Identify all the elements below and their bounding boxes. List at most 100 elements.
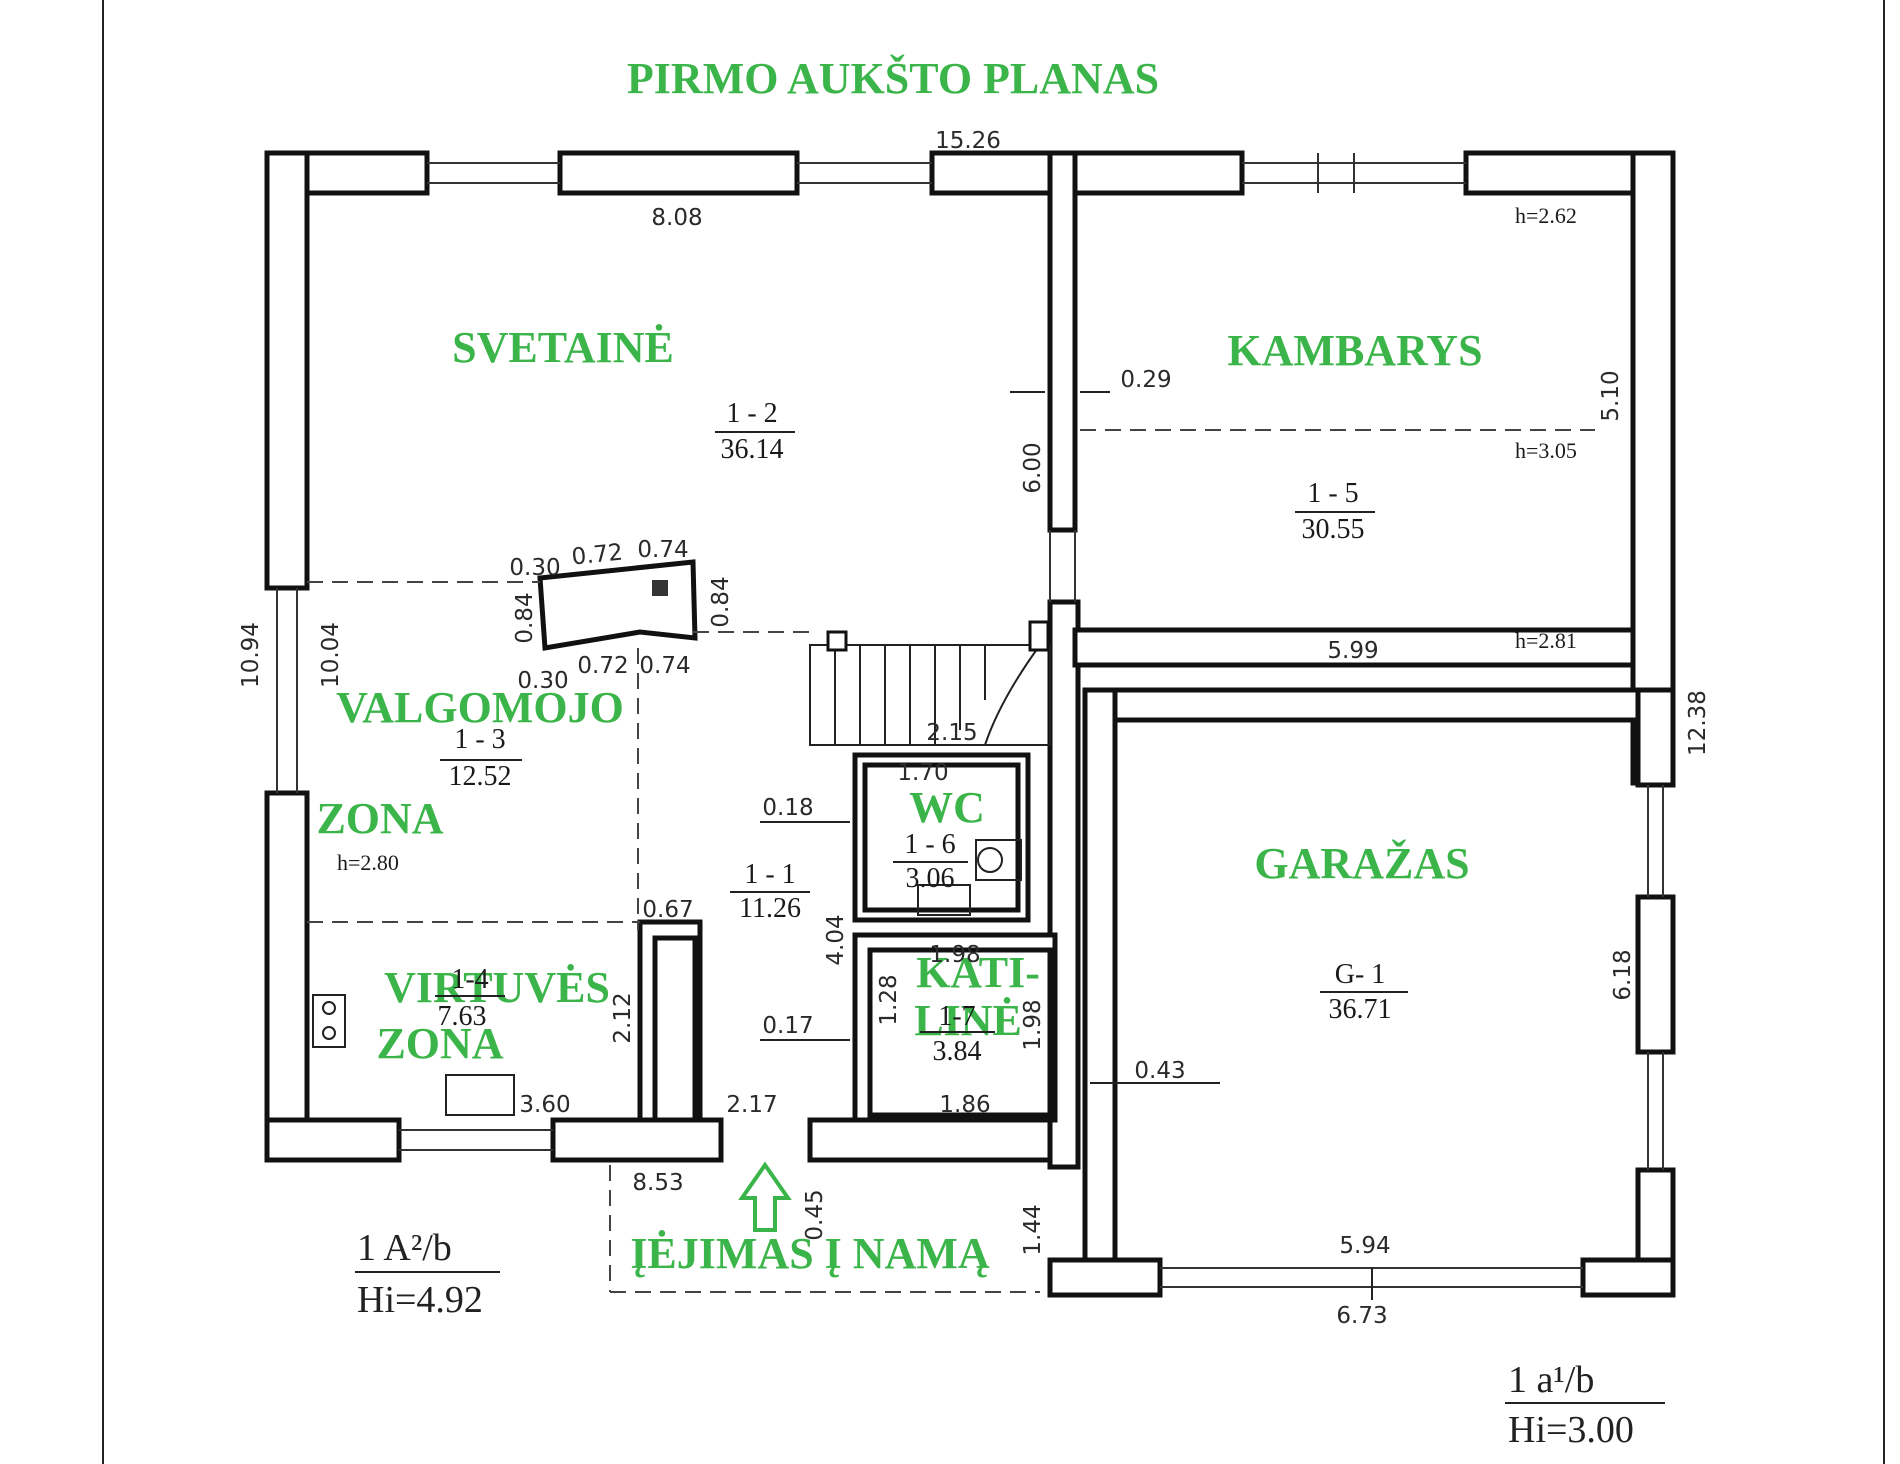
room-name-wc: WC: [909, 783, 985, 832]
wall-segment: [557, 150, 800, 196]
height-label: h=3.05: [1515, 438, 1577, 463]
room-area: 36.71: [1329, 994, 1392, 1025]
dimension-label: 1.28: [876, 974, 902, 1025]
dimension-label: 0.72: [570, 539, 624, 570]
exterior-walls: [264, 150, 1676, 1298]
wall-segment: [1635, 687, 1676, 788]
room-name-svetaine: SVETAINĖ: [452, 323, 674, 372]
room-number: 1 - 2: [726, 398, 777, 429]
dimension-label: 0.45: [802, 1189, 828, 1240]
room-area: 36.14: [721, 434, 784, 465]
dimension-label: 0.29: [1120, 367, 1171, 393]
dimension-label: 0.74: [639, 653, 690, 679]
room-name-valgomojo: VALGOMOJO: [336, 683, 624, 732]
room-name-virtuves: VIRTUVĖS: [384, 963, 610, 1012]
dimension-label: 0.43: [1134, 1058, 1185, 1084]
dimension-label: 2.17: [726, 1092, 777, 1118]
room-number: G- 1: [1335, 959, 1386, 990]
height-label: h=2.80: [337, 850, 399, 875]
room-number: 1 - 5: [1307, 478, 1358, 509]
room-number: 1 - 6: [904, 829, 955, 860]
wall-segment: [1580, 1257, 1676, 1298]
dimension-label: 6.18: [1610, 949, 1636, 1000]
dimension-label: 15.26: [935, 128, 1001, 154]
wall-segment: [1630, 150, 1676, 786]
dimension-label: 8.53: [632, 1170, 683, 1196]
dimension-label: 1.98: [1020, 999, 1046, 1050]
room-number: 1-7: [938, 1001, 975, 1032]
room-name-garazas: GARAŽAS: [1254, 839, 1469, 888]
dimension-label: 1.44: [1020, 1204, 1046, 1255]
fixtures: [312, 839, 1022, 1116]
room-area: 7.63: [438, 1001, 487, 1032]
dimension-label: 2.15: [926, 720, 977, 746]
dimension-label: 12.38: [1685, 690, 1711, 756]
room-number: 1 - 1: [744, 859, 795, 890]
dimension-label: 5.10: [1598, 370, 1624, 421]
staircase: [809, 620, 1051, 746]
chimney: [537, 559, 698, 651]
stamp-left-line1: 1 A²/b: [357, 1227, 452, 1269]
stamp-right: 1 a¹/b Hi=3.00: [1505, 1359, 1665, 1451]
dimension-label: 0.74: [637, 537, 688, 563]
dimension-label: 0.18: [762, 795, 813, 821]
room-area: 3.84: [933, 1036, 982, 1067]
wall-segment: [264, 790, 310, 1163]
wall-segment: [1082, 687, 1118, 1298]
wall-segment: [264, 150, 310, 591]
dimension-label: 1.86: [939, 1092, 990, 1118]
dimension-label: 0.17: [762, 1013, 813, 1039]
zone-boundaries: [307, 429, 1595, 1293]
wall-segment: [929, 150, 1245, 196]
room-name-kati: KATI-: [916, 948, 1040, 997]
wall-segment: [264, 1117, 402, 1163]
dimension-label: 4.04: [823, 914, 849, 965]
wall-segment: [1082, 687, 1641, 723]
room-name-kambarys: KAMBARYS: [1227, 326, 1482, 375]
dimension-label: 8.08: [651, 205, 702, 231]
stamp-left: 1 A²/b Hi=4.92: [355, 1227, 500, 1321]
dimension-label: 0.30: [509, 555, 560, 581]
dimension-label: 0.72: [577, 653, 628, 679]
room-area: 11.26: [739, 893, 801, 924]
plan-title: PIRMO AUKŠTO PLANAS: [627, 53, 1159, 103]
wall-segment: [1072, 627, 1636, 668]
dimension-label: 3.60: [519, 1092, 570, 1118]
height-label: h=2.62: [1515, 203, 1577, 228]
room-area: 12.52: [449, 761, 512, 792]
room-numbers: 1 - 2 36.14 1 - 5 30.55 1 - 3 12.52 1 - …: [435, 398, 1408, 1067]
stamp-right-line1: 1 a¹/b: [1508, 1359, 1594, 1401]
height-label: h=2.81: [1515, 628, 1577, 653]
entrance-arrow-icon: [738, 1161, 792, 1232]
dimension-label: 0.67: [642, 897, 693, 923]
room-name-line: LINĖ: [914, 996, 1022, 1045]
dimension-label: 6.00: [1020, 442, 1046, 493]
dimension-label: 6.73: [1336, 1303, 1387, 1329]
dimension-label: 5.99: [1327, 638, 1378, 664]
room-area: 30.55: [1302, 514, 1365, 545]
stamp-left-line2: Hi=4.92: [357, 1279, 483, 1321]
dimensions: 15.26 8.08 0.29 5.10 6.00 10.94 10.04 0.…: [238, 128, 1711, 1329]
wall-segment: [1047, 150, 1078, 533]
ceiling-heights: h=2.62 h=3.05 h=2.81 h=2.80: [337, 203, 1577, 875]
dimension-label: 2.12: [610, 992, 636, 1043]
dimension-label: 5.94: [1339, 1233, 1390, 1259]
dimension-label: 1.70: [897, 760, 948, 786]
dimension-label: 10.94: [238, 622, 264, 688]
dimension-label: 0.84: [512, 592, 538, 643]
room-name-zona-kitchen: ZONA: [376, 1019, 503, 1068]
entrance-label: ĮĖJIMAS Į NAMĄ: [630, 1229, 990, 1278]
room-number: 1 - 3: [454, 724, 505, 755]
room-number: 1-4: [451, 964, 488, 995]
wall-segment: [550, 1117, 724, 1163]
room-name-zona-dining: ZONA: [316, 794, 443, 843]
wall-segment: [807, 1117, 1053, 1163]
dimension-label: 0.84: [708, 576, 734, 627]
dimension-label: 0.30: [517, 668, 568, 694]
wall-segment: [1635, 894, 1676, 1055]
room-area: 3.06: [906, 863, 955, 894]
stamp-right-line2: Hi=3.00: [1508, 1409, 1634, 1451]
dimension-label: 10.04: [318, 622, 344, 688]
wall-segment: [1047, 1257, 1163, 1298]
